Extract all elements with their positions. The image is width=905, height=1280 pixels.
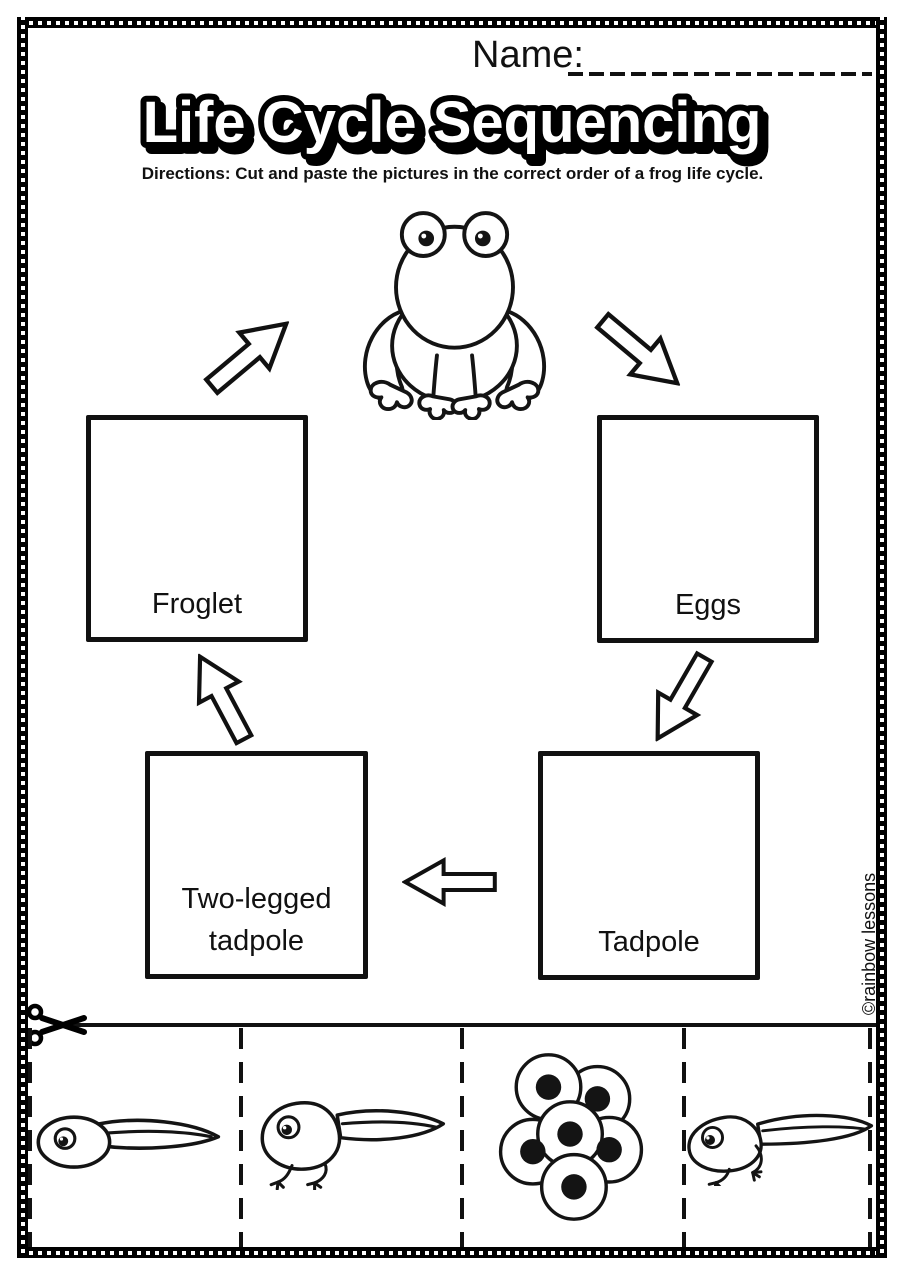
two-legged-tadpole-icon[interactable] bbox=[252, 1088, 452, 1190]
page-frame-top bbox=[17, 17, 887, 28]
drop-box-froglet[interactable]: Froglet bbox=[86, 415, 308, 642]
arrow-tadpole-to-two-legged-tadpole-icon bbox=[402, 856, 497, 908]
froglet-icon[interactable] bbox=[680, 1094, 878, 1186]
arrow-eggs-to-tadpole-icon bbox=[655, 650, 715, 743]
arrow-froglet-to-frog-icon bbox=[203, 320, 290, 396]
frog-eggs-icon[interactable] bbox=[487, 1048, 655, 1226]
strip-separator-3 bbox=[460, 1028, 464, 1247]
tadpole-icon[interactable] bbox=[32, 1094, 230, 1176]
name-label: Name: bbox=[472, 34, 584, 76]
two-legged-label-line1: Two-legged bbox=[181, 882, 332, 915]
title-shadow-layer: Life Cycle Sequencing bbox=[148, 96, 767, 161]
directions-text: Directions: Cut and paste the pictures i… bbox=[141, 164, 764, 183]
drop-box-tadpole[interactable]: Tadpole bbox=[538, 751, 760, 980]
arrow-two-legged-tadpole-to-froglet-icon bbox=[196, 653, 255, 746]
frog-icon bbox=[363, 211, 546, 420]
title-outline-layer: Life Cycle Sequencing bbox=[143, 90, 762, 155]
strip-separator-1 bbox=[28, 1028, 32, 1247]
drop-box-eggs[interactable]: Eggs bbox=[597, 415, 819, 643]
page-frame-left bbox=[17, 17, 28, 1258]
copyright-text: ©rainbow lessons bbox=[859, 872, 879, 1016]
page-frame-bottom bbox=[17, 1247, 887, 1258]
scissors-icon bbox=[26, 1003, 87, 1047]
page-title: Life Cycle Sequencing Life Cycle Sequenc… bbox=[137, 84, 773, 167]
drop-box-froglet-label: Froglet bbox=[151, 587, 243, 620]
two-legged-label-line2: tadpole bbox=[208, 924, 305, 957]
name-input-line[interactable] bbox=[568, 72, 872, 76]
drop-box-eggs-label: Eggs bbox=[674, 588, 742, 621]
drop-box-tadpole-label: Tadpole bbox=[598, 925, 700, 958]
arrow-frog-to-eggs-icon bbox=[594, 311, 681, 387]
drop-box-two-legged-tadpole[interactable]: Two-legged tadpole bbox=[145, 751, 368, 979]
strip-separator-5 bbox=[868, 1028, 872, 1247]
cut-line bbox=[55, 1023, 876, 1027]
page-frame-right bbox=[876, 17, 887, 1258]
title-fill-layer: Life Cycle Sequencing bbox=[143, 90, 762, 155]
strip-separator-2 bbox=[239, 1028, 243, 1247]
drop-box-two-legged-tadpole-label: Two-legged tadpole bbox=[150, 878, 363, 962]
strip-separator-4 bbox=[682, 1028, 686, 1247]
